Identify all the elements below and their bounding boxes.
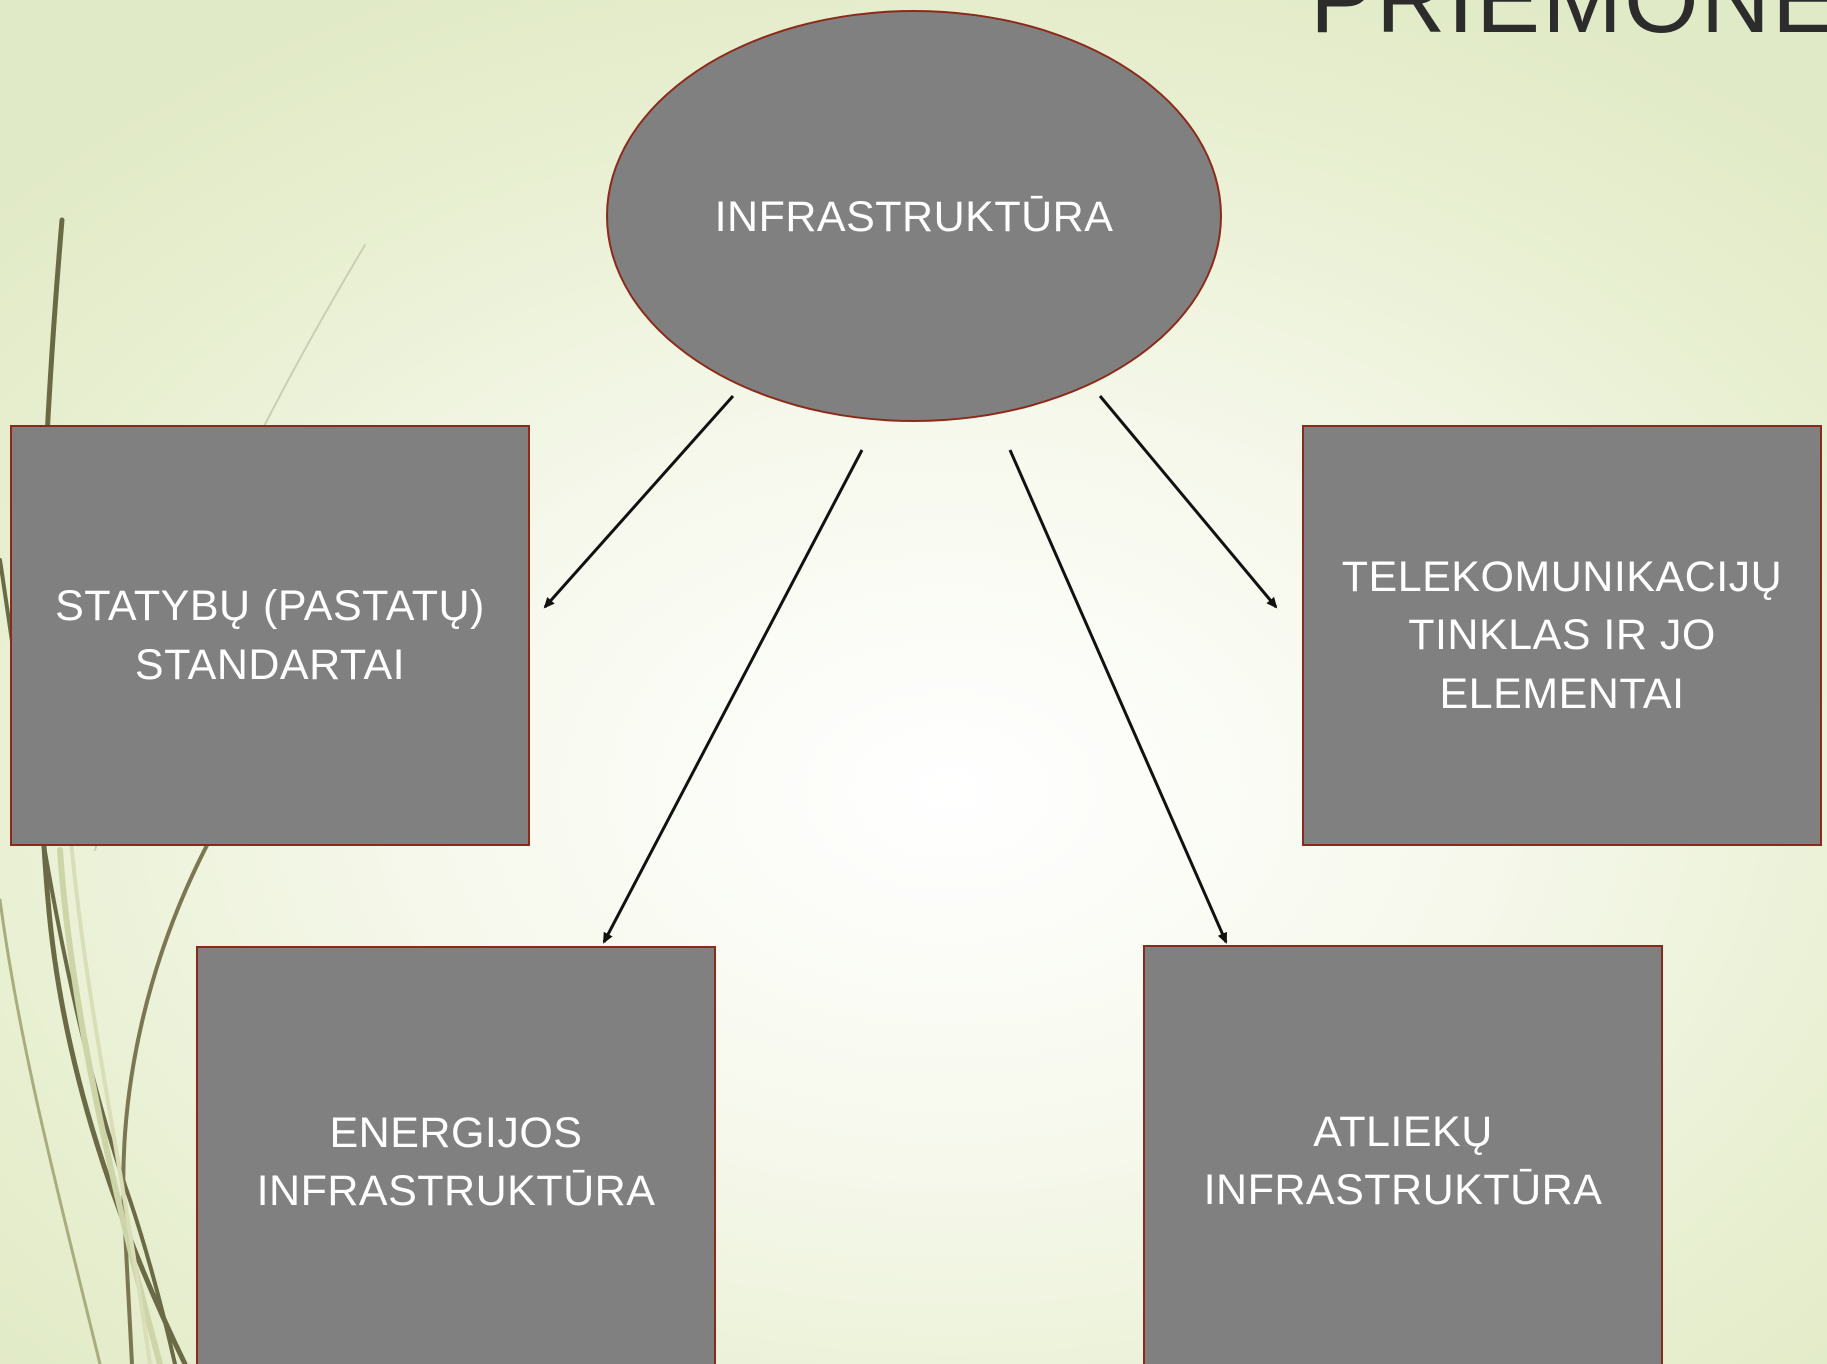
grass-stroke bbox=[121, 828, 217, 1364]
slide-title: PRIEMONĖS bbox=[1310, 0, 1827, 48]
node-telekomunikaciju-label: TELEKOMUNIKACIJŲ TINKLAS IR JO ELEMENTAI bbox=[1341, 553, 1783, 718]
arrow-to-statybu bbox=[543, 395, 735, 609]
grass-stroke bbox=[68, 828, 152, 1364]
arrow-to-energijos bbox=[602, 449, 864, 944]
node-energijos-infrastruktura: ENERGIJOS INFRASTRUKTŪRA bbox=[196, 946, 716, 1364]
node-atlieku-infrastruktura: ATLIEKŲ INFRASTRUKTŪRA bbox=[1143, 945, 1663, 1364]
node-statybu-standartai: STATYBŲ (PASTATŲ) STANDARTAI bbox=[10, 425, 530, 846]
node-energijos-label: ENERGIJOS INFRASTRUKTŪRA bbox=[256, 1109, 656, 1216]
root-node-label: INFRASTRUKTŪRA bbox=[714, 193, 1114, 241]
node-telekomunikaciju-tinklas: TELEKOMUNIKACIJŲ TINKLAS IR JO ELEMENTAI bbox=[1302, 425, 1822, 846]
arrow-to-telekomunikaciju bbox=[1098, 395, 1278, 609]
arrow-to-atlieku bbox=[1008, 449, 1228, 944]
root-node-infrastruktura bbox=[606, 10, 1222, 422]
node-atlieku-label: ATLIEKŲ INFRASTRUKTŪRA bbox=[1203, 1108, 1603, 1215]
grass-stroke bbox=[0, 898, 102, 1364]
node-statybu-label: STATYBŲ (PASTATŲ) STANDARTAI bbox=[55, 582, 485, 689]
